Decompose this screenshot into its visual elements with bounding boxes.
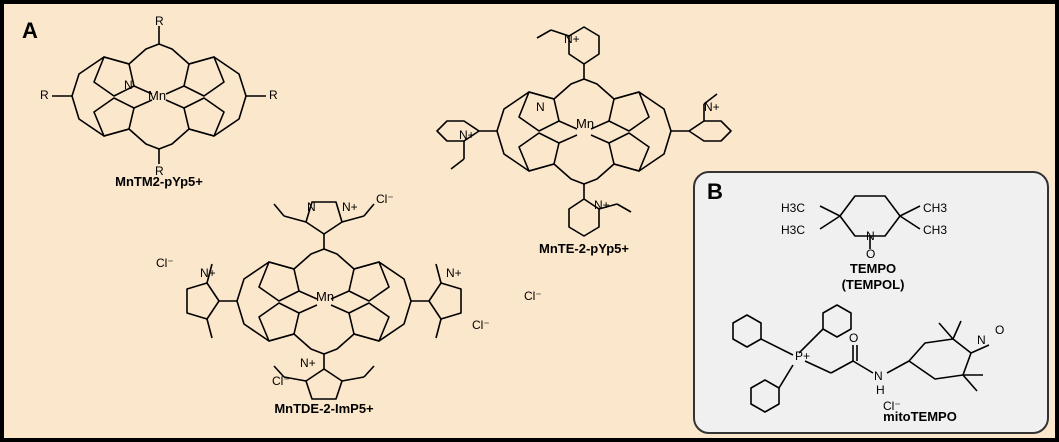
tempo-h3c-top: H3C bbox=[781, 201, 806, 215]
mntde-n-top-left: N bbox=[307, 200, 316, 214]
mitotempo-n-ring: N bbox=[977, 333, 986, 347]
mntde-cl-top: Cl⁻ bbox=[376, 192, 394, 206]
panel-b-label: B bbox=[707, 179, 723, 204]
tempo-o-atom: O bbox=[866, 247, 876, 261]
mitotempo-o-oxyl: O bbox=[995, 323, 1005, 337]
tempo-ch3-top: CH3 bbox=[923, 201, 948, 215]
mntde-caption: MnTDE-2-ImP5+ bbox=[274, 401, 374, 416]
mntm-r-left: R bbox=[40, 88, 49, 102]
panel-b-box: B H3C H3C CH3 CH3 N O TEMPO (TEMPOL) bbox=[693, 171, 1049, 434]
mnte-mn-atom: Mn bbox=[576, 116, 595, 131]
mntm-caption: MnTM2-pYp5+ bbox=[115, 174, 203, 189]
mntde-mn-atom: Mn bbox=[316, 289, 335, 304]
mitotempo-cl: Cl⁻ bbox=[883, 399, 901, 413]
mntm-n-atom: N bbox=[124, 78, 133, 92]
mntde-porphyrin-structure bbox=[186, 201, 462, 400]
mitotempo-structure bbox=[732, 304, 990, 413]
mitotempo-caption: mitoTEMPO bbox=[883, 409, 957, 424]
mntm-mn-atom: Mn bbox=[148, 88, 167, 103]
mnte-n-bottom: N+ bbox=[594, 198, 610, 212]
mnte-porphyrin-structure bbox=[436, 26, 732, 237]
mntde-n-left: N+ bbox=[200, 266, 216, 280]
mnte-n-left: N+ bbox=[459, 128, 475, 142]
mntde-cl-right: Cl⁻ bbox=[472, 318, 490, 332]
mnte-n-right: N+ bbox=[704, 100, 720, 114]
mitotempo-p-atom: P+ bbox=[795, 349, 811, 363]
tempo-structure bbox=[819, 195, 921, 249]
tempo-caption-line1: TEMPO bbox=[849, 261, 897, 276]
mntde-cl-left: Cl⁻ bbox=[156, 256, 174, 270]
mntm-r-top: R bbox=[155, 14, 164, 28]
mitotempo-nh-h: H bbox=[876, 383, 885, 397]
mntm-porphyrin-structure bbox=[52, 26, 266, 164]
tempo-caption-line2: (TEMPOL) bbox=[841, 277, 905, 292]
mntde-n-bottom: N+ bbox=[300, 356, 316, 370]
mntde-n-top-right: N+ bbox=[342, 200, 358, 214]
tempo-n-atom: N bbox=[866, 229, 875, 243]
mntde-n-right: N+ bbox=[446, 266, 462, 280]
panel-a-label: A bbox=[22, 18, 38, 43]
mnte-caption: MnTE-2-pYp5+ bbox=[539, 241, 629, 256]
mitotempo-o-carbonyl: O bbox=[849, 331, 859, 345]
mntm-r-bottom: R bbox=[155, 164, 164, 178]
mntm-r-right: R bbox=[269, 88, 278, 102]
mntde-cl-outer: Cl⁻ bbox=[524, 289, 542, 303]
mitotempo-nh-n: N bbox=[874, 369, 883, 383]
mntde-cl-bottom: Cl⁻ bbox=[272, 374, 290, 388]
tempo-h3c-bottom: H3C bbox=[781, 223, 806, 237]
mnte-n-top: N+ bbox=[564, 32, 580, 46]
tempo-ch3-bottom: CH3 bbox=[923, 223, 948, 237]
mnte-n-inner: N bbox=[536, 100, 545, 114]
